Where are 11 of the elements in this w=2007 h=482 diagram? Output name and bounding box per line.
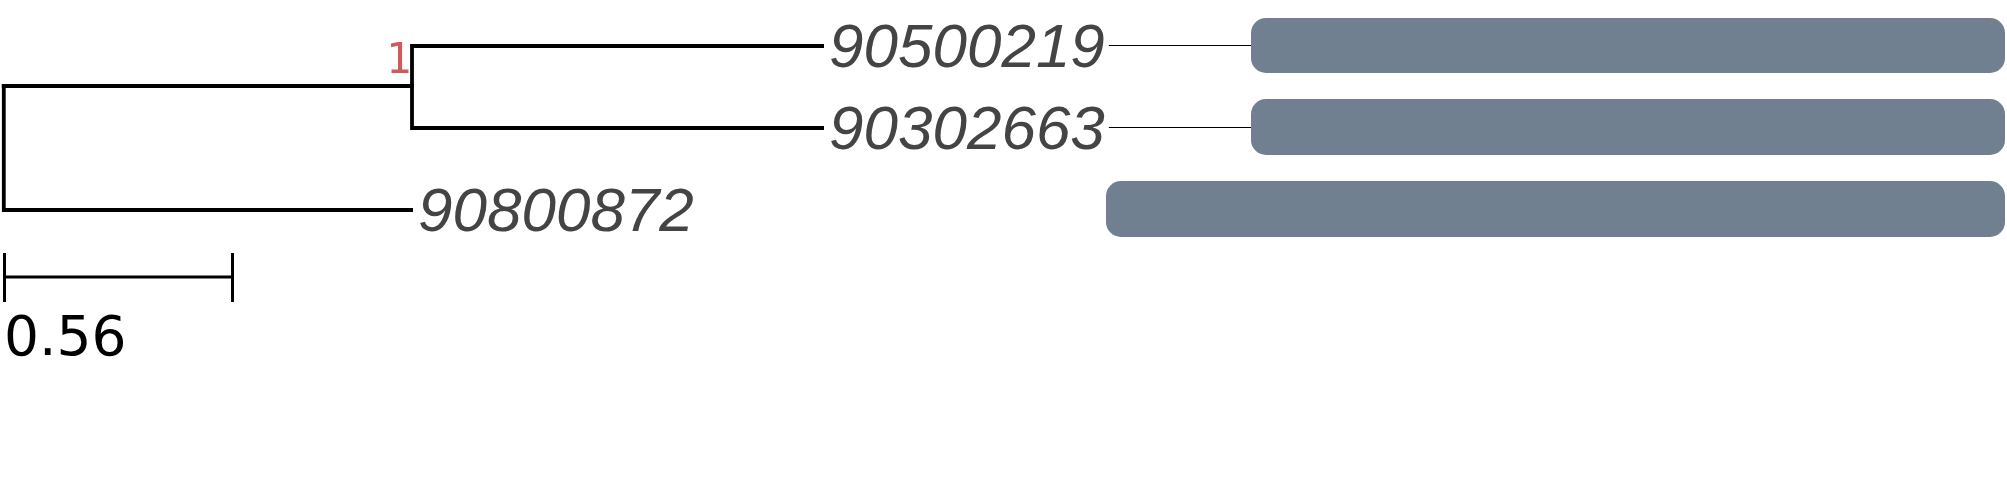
connector-line xyxy=(1108,127,1252,128)
taxon-label: 90800872 xyxy=(413,180,698,240)
sequence-bar xyxy=(1251,99,2005,155)
sequence-bar xyxy=(1106,181,2005,237)
taxon-label: 90500219 xyxy=(824,16,1109,76)
support-value: 1 xyxy=(386,38,412,80)
taxon-label: 90302663 xyxy=(824,98,1109,158)
scale-label: 0.56 xyxy=(4,309,127,364)
connector-line xyxy=(1108,45,1252,46)
sequence-bar xyxy=(1251,18,2005,73)
tree-branch xyxy=(1,84,413,212)
